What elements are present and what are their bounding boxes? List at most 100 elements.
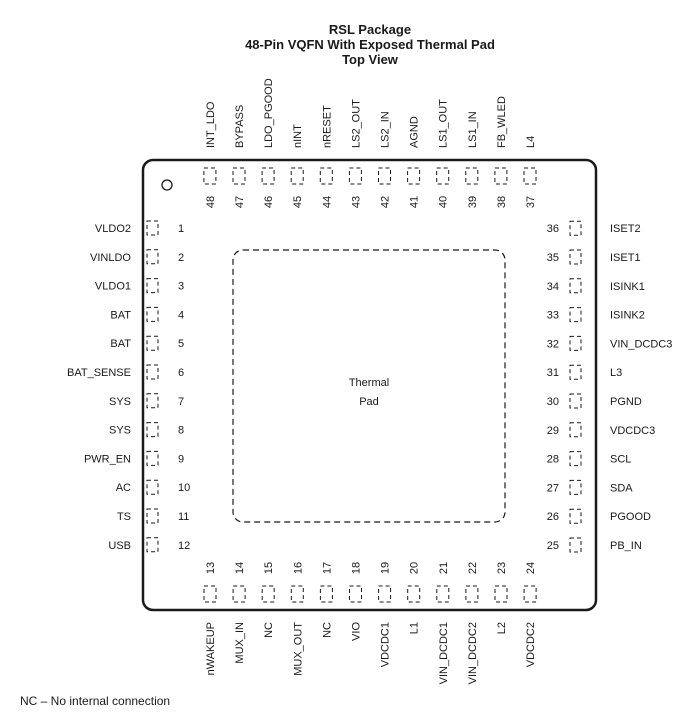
pin-pad-31 [569,364,582,380]
pin-label-1: VLDO2 [95,223,131,235]
pin-number-43: 43 [350,196,362,208]
pin-label-31: L3 [610,367,622,379]
pin-number-8: 8 [178,425,184,437]
pin-pad-21 [436,585,450,603]
pin-pad-10 [146,479,159,495]
pin-label-12: USB [108,540,131,552]
pin-number-23: 23 [496,562,508,574]
pin-pad-46 [261,167,275,185]
pin-pad-30 [569,393,582,409]
pin-label-4: BAT [110,309,131,321]
pin-number-14: 14 [234,562,246,574]
pin-label-47: BYPASS [234,105,246,148]
pin-label-34: ISINK1 [610,281,645,293]
left-pin-row: 1VLDO22VINLDO3VLDO14BAT5BAT6BAT_SENSE7SY… [67,220,190,553]
pin-label-29: VDCDC3 [610,425,655,437]
pin-number-22: 22 [467,562,479,574]
pin-number-1: 1 [178,223,184,235]
pin-pad-2 [146,249,159,265]
pin-label-6: BAT_SENSE [67,367,131,379]
pin-label-46: LDO_PGOOD [263,78,275,148]
pin-number-44: 44 [321,196,333,208]
pin-number-34: 34 [547,281,559,293]
pin-number-27: 27 [547,482,559,494]
pin-number-48: 48 [205,196,217,208]
pin-number-31: 31 [547,367,559,379]
pin-label-24: VDCDC2 [525,622,537,667]
pin-number-10: 10 [178,482,190,494]
pin-number-5: 5 [178,338,184,350]
pin-pad-9 [146,450,159,466]
pin-number-24: 24 [525,562,537,574]
pin-label-42: LS2_IN [380,111,392,148]
pin-pad-14 [232,585,246,603]
diagram-title: RSL Package 48-Pin VQFN With Exposed The… [150,22,590,67]
pin-label-16: MUX_OUT [292,622,304,676]
pin-label-39: LS1_IN [467,111,479,148]
pin-pad-6 [146,364,159,380]
pin-label-25: PB_IN [610,540,642,552]
pin-pad-25 [569,537,582,553]
pin-pad-1 [146,220,159,236]
pin-pad-15 [261,585,275,603]
pin-label-41: AGND [409,116,421,148]
pin-pad-12 [146,537,159,553]
pin-pad-11 [146,508,159,524]
pin-label-27: SDA [610,482,633,494]
pin-number-7: 7 [178,396,184,408]
pin-pad-44 [319,167,333,185]
pin-number-32: 32 [547,338,559,350]
pin-label-7: SYS [109,396,131,408]
thermal-pad-outline [232,249,506,523]
pin-pad-19 [378,585,392,603]
pin-number-28: 28 [547,454,559,466]
pin-number-12: 12 [178,540,190,552]
pin-label-38: FB_WLED [496,96,508,148]
pin-label-11: TS [117,511,131,523]
pin-pad-35 [569,249,582,265]
pin-pad-43 [348,167,362,185]
pin-number-15: 15 [263,562,275,574]
pin-label-8: SYS [109,425,131,437]
pin-label-26: PGOOD [610,511,651,523]
package-body [141,158,598,612]
thermal-pad-label-line2: Pad [359,396,379,408]
pin-number-37: 37 [525,196,537,208]
pin-number-39: 39 [467,196,479,208]
pin-label-37: L4 [525,136,537,148]
pin-number-29: 29 [547,425,559,437]
pin-pad-33 [569,307,582,323]
pin-pad-24 [523,585,537,603]
pin-pad-5 [146,335,159,351]
bottom-pin-row: 13nWAKEUP14MUX_IN15NC16MUX_OUT17NC18VIO1… [203,562,537,684]
pin-pad-28 [569,451,582,467]
pin-label-40: LS1_OUT [438,99,450,148]
pin-number-18: 18 [351,562,363,574]
pin-label-33: ISINK2 [610,310,645,322]
pin-number-9: 9 [178,453,184,465]
pin-pad-29 [569,422,582,438]
pin-label-43: LS2_OUT [350,99,362,148]
pin-number-6: 6 [178,367,184,379]
pin-label-45: nINT [292,124,304,148]
pin-label-36: ISET2 [610,223,641,235]
pin-label-35: ISET1 [610,252,641,264]
pin-number-30: 30 [547,396,559,408]
pin-number-3: 3 [178,281,184,293]
pin-pad-4 [146,306,159,322]
pin-label-18: VIO [351,622,363,641]
pin-label-21: VIN_DCDC1 [438,622,450,684]
thermal-pad-label-line1: Thermal [349,377,389,389]
pin-pad-20 [407,585,421,603]
pin-number-42: 42 [380,196,392,208]
pin-number-2: 2 [178,252,184,264]
pin-number-25: 25 [547,540,559,552]
pin-label-2: VINLDO [90,252,131,264]
pin-number-17: 17 [321,562,333,574]
pin-pad-37 [523,167,537,185]
pin-number-36: 36 [547,223,559,235]
pin-label-20: L1 [409,622,421,634]
pin-number-4: 4 [178,309,184,321]
pin-pad-40 [436,167,450,185]
